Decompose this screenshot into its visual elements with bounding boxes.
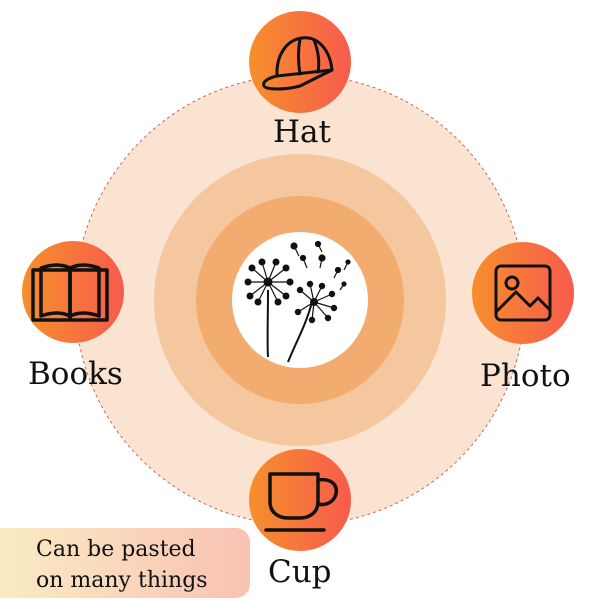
note-box: Can be pasted on many things xyxy=(0,528,250,598)
node-hat xyxy=(249,11,351,113)
node-cup xyxy=(249,449,351,551)
note-line-2: on many things xyxy=(36,568,208,593)
node-photo-circle xyxy=(472,242,574,344)
node-label-books: Books xyxy=(28,356,123,392)
node-cup-circle xyxy=(249,449,351,551)
note-line-1: Can be pasted xyxy=(36,537,196,562)
note-text: Can be pasted on many things xyxy=(36,534,208,596)
open-book-icon xyxy=(31,263,109,322)
center-disc xyxy=(232,232,368,368)
node-label-hat: Hat xyxy=(273,114,331,150)
node-label-cup: Cup xyxy=(268,554,332,590)
node-books xyxy=(22,241,124,343)
node-photo xyxy=(472,242,574,344)
node-label-photo: Photo xyxy=(480,358,571,394)
coffee-cup-icon xyxy=(264,472,339,532)
dandelion-icon xyxy=(244,240,351,363)
image-icon xyxy=(494,264,552,322)
baseball-cap-icon xyxy=(262,36,334,91)
